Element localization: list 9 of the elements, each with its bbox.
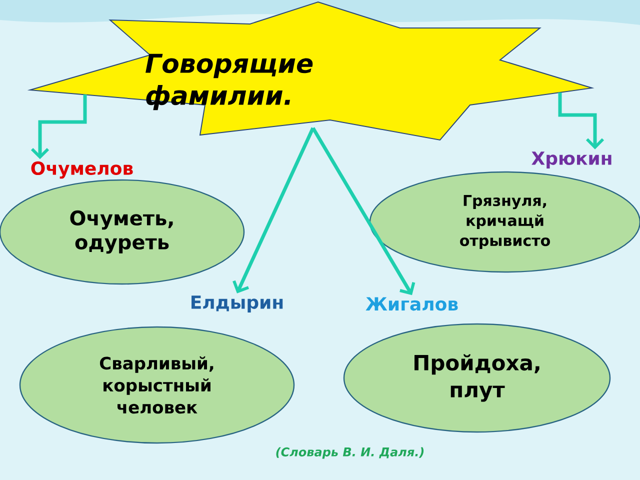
surname-label: Очумелов xyxy=(31,161,133,179)
arrow xyxy=(558,92,604,150)
arrow xyxy=(312,127,416,296)
surname-label: Хрюкин xyxy=(532,152,612,168)
arrow xyxy=(30,94,87,160)
surname-label: Елдырин xyxy=(192,296,283,312)
arrow xyxy=(232,127,315,294)
caption: (Словарь В. И. Даля.) xyxy=(276,447,424,459)
surname-label: Жигалов xyxy=(366,297,458,311)
